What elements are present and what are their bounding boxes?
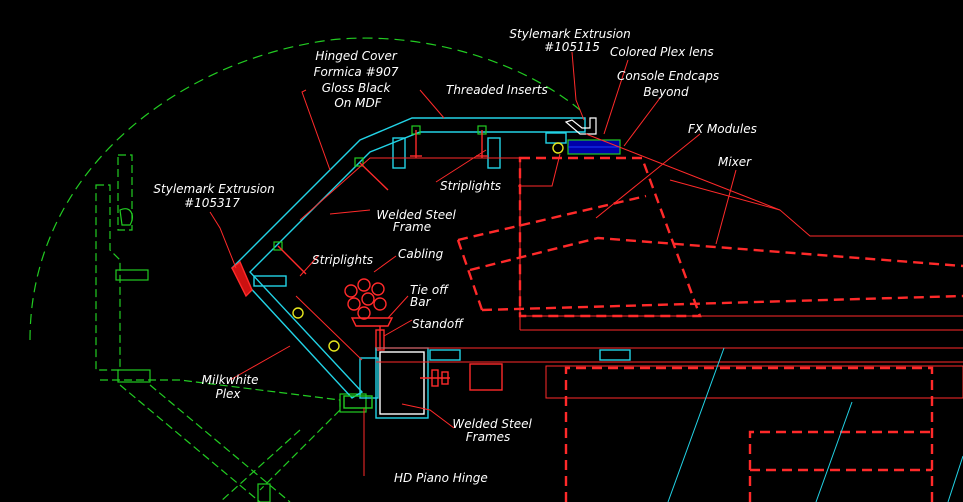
label-fx-modules: FX Modules xyxy=(688,122,757,136)
label-welded-steel-frames: Welded Steel Frames xyxy=(452,417,535,444)
label-cabling: Cabling xyxy=(398,247,444,261)
label-striplights-upper: Striplights xyxy=(440,179,501,193)
welded-steel-frame-inner xyxy=(295,157,520,361)
stylemark-105317-profile xyxy=(231,260,253,298)
label-stylemark-105115: Stylemark Extrusion #105115 xyxy=(509,27,634,54)
bolts xyxy=(277,130,488,275)
striplight-mid xyxy=(292,307,304,319)
label-mixer: Mixer xyxy=(718,155,752,169)
green-base-structure xyxy=(95,154,367,502)
label-milkwhite-plex: Milkwhite Plex xyxy=(202,373,263,401)
cabling-bundle xyxy=(344,278,394,351)
striplight-upper xyxy=(552,142,564,154)
label-standoff: Standoff xyxy=(412,317,464,331)
label-console-endcaps: Console Endcaps Beyond xyxy=(617,69,723,99)
cyan-hatch-lines xyxy=(667,347,963,502)
striplight-lower xyxy=(328,340,340,352)
frame-fasteners xyxy=(420,369,450,387)
fx-modules xyxy=(456,156,963,318)
label-stylemark-105317: Stylemark Extrusion #105317 xyxy=(153,182,278,210)
label-hinged-cover: Hinged Cover Formica #907 Gloss Black On… xyxy=(314,49,403,110)
console-rails xyxy=(376,133,963,399)
leader-lines xyxy=(209,51,737,476)
cover-swing-arc xyxy=(29,37,581,341)
label-threaded-inserts: Threaded Inserts xyxy=(446,83,548,97)
hd-piano-hinge xyxy=(343,395,373,409)
stylemark-105115-profile xyxy=(564,117,597,135)
welded-steel-frames-lower xyxy=(375,347,631,419)
label-hd-piano-hinge: HD Piano Hinge xyxy=(394,471,488,485)
label-tie-off-bar: Tie off Bar xyxy=(410,283,452,309)
label-striplights-lower: Striplights xyxy=(312,253,373,267)
lower-dashed-enclosures xyxy=(564,366,934,502)
label-welded-steel-frame: Welded Steel Frame xyxy=(376,208,459,234)
label-colored-plex-lens: Colored Plex lens xyxy=(610,45,714,59)
